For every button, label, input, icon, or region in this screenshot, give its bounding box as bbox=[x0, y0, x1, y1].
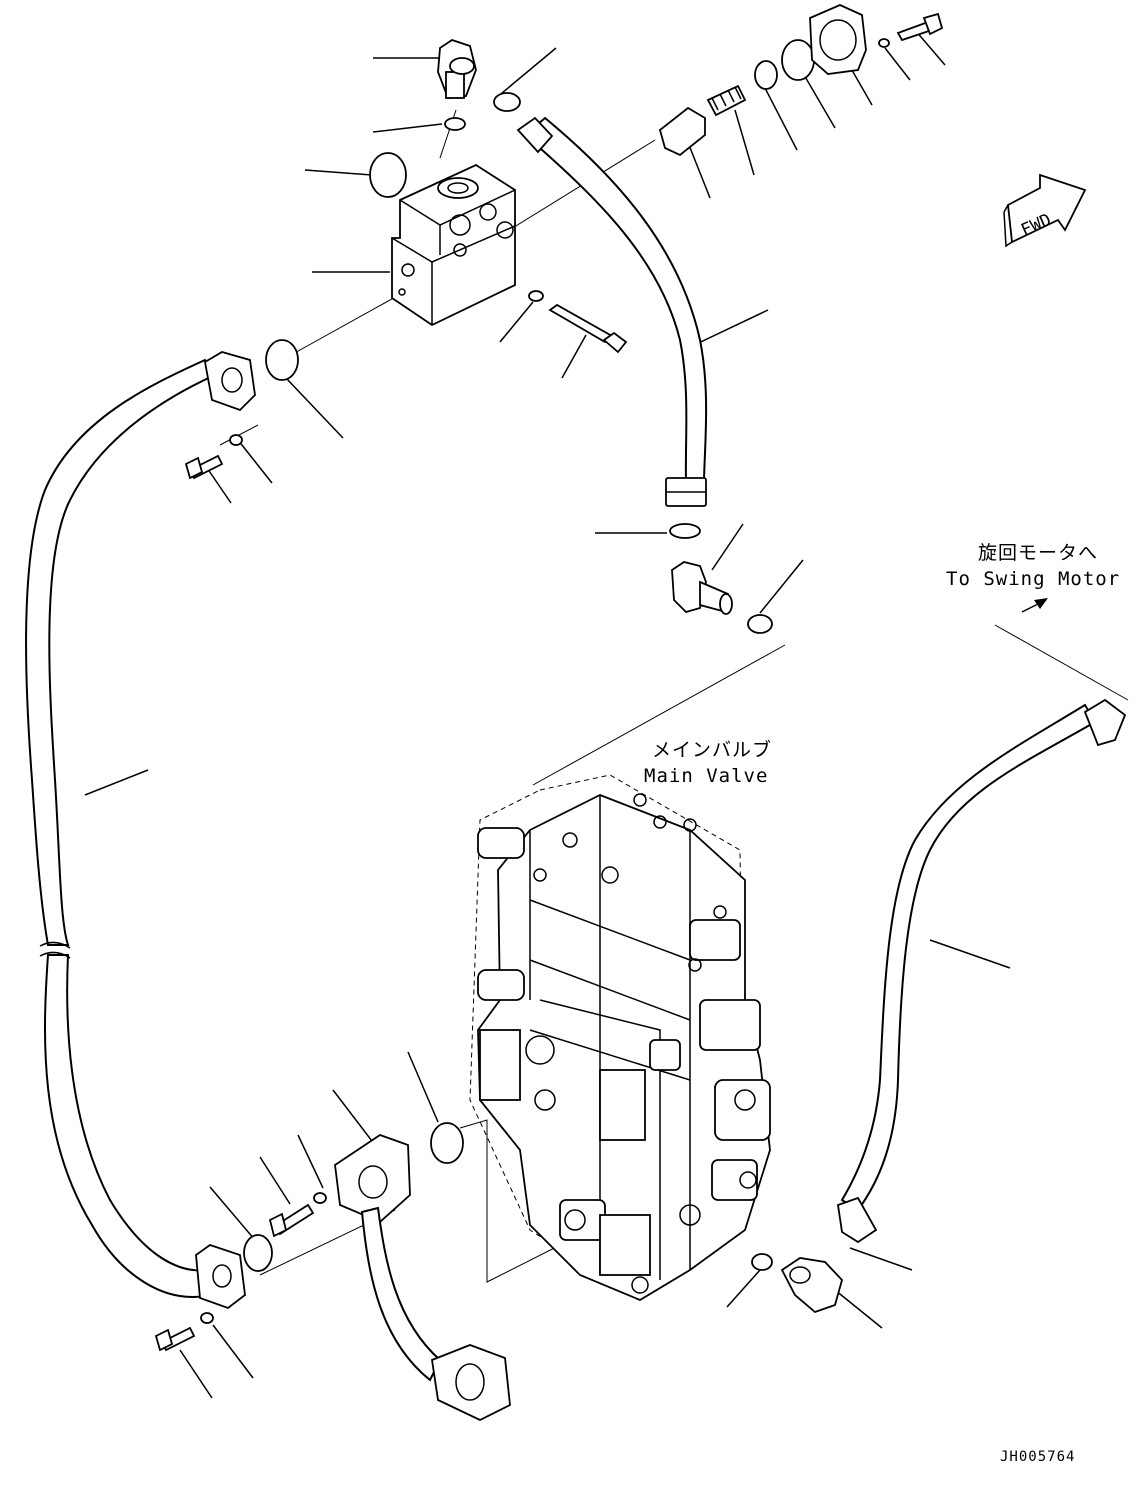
hose-right bbox=[837, 698, 1127, 1244]
relief-valve-parts bbox=[658, 4, 944, 157]
arrow-to-swing-motor-icon bbox=[1021, 598, 1048, 613]
o-rings-top bbox=[243, 92, 773, 1272]
main-valve-body bbox=[469, 774, 771, 1302]
forward-direction-arrow-icon: FWD bbox=[1003, 173, 1087, 248]
drawing-code: JH005764 bbox=[1000, 1449, 1076, 1465]
main-valve-label-jp: メインバルブ bbox=[652, 739, 773, 761]
bolts-left bbox=[154, 434, 327, 1352]
hose-bottom bbox=[334, 1134, 511, 1422]
elbow-fitting-top bbox=[437, 39, 477, 99]
swing-motor-label-jp: 旋回モータへ bbox=[978, 542, 1099, 564]
elbow-fitting-middle bbox=[671, 561, 733, 615]
hose-left bbox=[25, 351, 256, 1310]
swing-motor-label-en: To Swing Motor bbox=[946, 568, 1121, 590]
hose-top-right bbox=[516, 116, 708, 507]
manifold-block bbox=[391, 163, 516, 327]
elbow-fitting-bottom-right bbox=[780, 1257, 844, 1314]
main-valve-label-en: Main Valve bbox=[644, 765, 769, 787]
bolt-block bbox=[528, 290, 628, 354]
